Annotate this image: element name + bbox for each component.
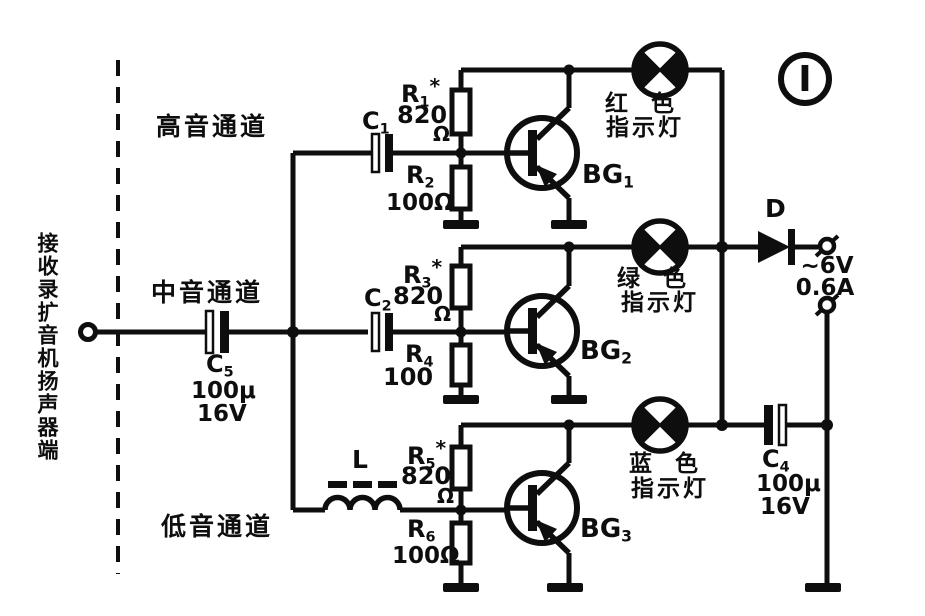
resistor-r1 [449, 87, 473, 137]
red-lamp-label: 指示灯 [606, 115, 684, 141]
resistor-r3 [449, 263, 473, 311]
resistor-r6 [449, 520, 473, 566]
diode-symbol [758, 229, 795, 265]
green-lamp-color-label: 绿 色 [617, 266, 686, 292]
r5-value: 820 [401, 462, 452, 490]
c2-label: C2 [364, 284, 392, 315]
blue-lamp-label: 指示灯 [631, 476, 709, 502]
transistor-bg2 [507, 286, 577, 376]
inductor-label: L [352, 445, 368, 474]
treble-channel-label: 高音通道 [156, 112, 269, 141]
red-indicator-lamp [634, 44, 686, 96]
mid-channel-label: 中音通道 [151, 278, 264, 307]
bass-channel-label: 低音通道 [161, 512, 274, 541]
r3-label: R3* [403, 255, 443, 292]
r5-unit: Ω [437, 484, 455, 508]
diode-label: D [765, 194, 786, 223]
ground-symbol [443, 220, 479, 229]
transistor-bg1 [507, 108, 577, 198]
ground-symbol [551, 395, 587, 404]
resistor-r4 [449, 342, 473, 388]
capacitor-c5 [204, 309, 229, 355]
ground-symbol [547, 583, 583, 592]
junction-dots [287, 64, 833, 516]
capacitor-c1 [370, 132, 393, 174]
transistor-bg3 [507, 463, 577, 553]
inductor-symbol [322, 481, 403, 511]
blue-indicator-lamp [634, 399, 686, 451]
ground-symbol [443, 395, 479, 404]
r4-value: 100 [383, 363, 434, 391]
r5-label: R5* [407, 436, 447, 473]
resistor-r2 [449, 164, 473, 212]
capacitor-c2 [370, 311, 393, 353]
figure-number: I [798, 58, 812, 100]
resistor-r5 [449, 444, 473, 492]
c5-rating: 16V [197, 401, 247, 427]
ground-symbol [551, 220, 587, 229]
r1-label: R1* [401, 74, 441, 111]
r6-label: R6 [407, 515, 436, 546]
c1-label: C1 [362, 107, 390, 138]
r2-value: 100Ω [386, 190, 454, 216]
r6-value: 100Ω [392, 543, 460, 569]
ground-symbol [805, 583, 841, 592]
bg2-label: BG2 [580, 336, 633, 368]
source-label: 接收录扩音机扬声器端 [35, 232, 59, 462]
r3-unit: Ω [434, 302, 452, 326]
capacitor-c4 [764, 403, 788, 447]
r1-value: 820 [397, 101, 448, 129]
red-lamp-color-label: 红 色 [605, 91, 674, 117]
c4-value: 100μ [756, 471, 821, 497]
figure-number-badge: I [778, 52, 832, 106]
c5-value: 100μ [191, 378, 256, 404]
output-current: 0.6A [795, 275, 855, 301]
r1-unit: Ω [433, 122, 451, 146]
blue-lamp-color-label: 蓝 色 [629, 451, 698, 477]
c4-label: C4 [762, 445, 790, 476]
c4-rating: 16V [760, 494, 810, 520]
output-voltage: ~6V [800, 253, 854, 279]
bg1-label: BG1 [582, 160, 635, 192]
c5-label: C5 [206, 350, 234, 381]
r2-label: R2 [406, 161, 435, 192]
r3-value: 820 [393, 282, 444, 310]
bg3-label: BG3 [580, 514, 633, 546]
input-terminal [78, 322, 98, 342]
r4-label: R4 [405, 340, 434, 371]
green-lamp-label: 指示灯 [621, 290, 699, 316]
ground-symbol [443, 583, 479, 592]
